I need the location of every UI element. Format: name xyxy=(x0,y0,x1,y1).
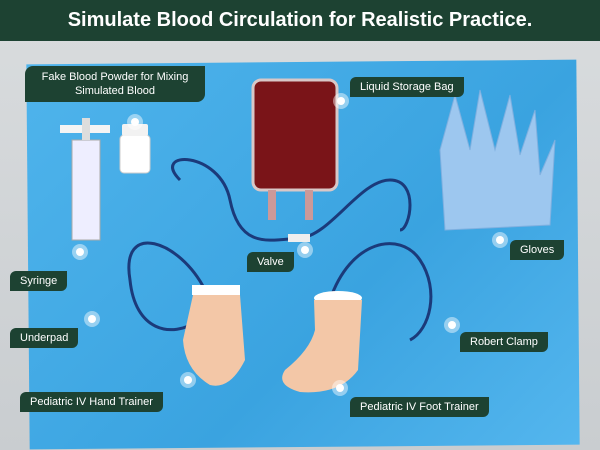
hand-trainer-icon xyxy=(183,285,245,386)
hotspot-dot xyxy=(184,376,192,384)
hotspot-dot xyxy=(337,97,345,105)
tube xyxy=(127,241,207,332)
hotspot-dot xyxy=(88,315,96,323)
blood-powder-bottle-icon xyxy=(119,124,151,174)
label-blood-powder: Fake Blood Powder for Mixing Simulated B… xyxy=(25,66,205,102)
label-underpad: Underpad xyxy=(10,328,79,348)
tube xyxy=(171,158,412,242)
storage-bag-icon xyxy=(251,78,339,192)
label-hand-trainer: Pediatric IV Hand Trainer xyxy=(20,392,163,412)
gloves-icon xyxy=(439,89,556,231)
hotspot-dot xyxy=(301,246,309,254)
label-storage-bag: Liquid Storage Bag xyxy=(350,77,464,97)
hotspot-dot xyxy=(131,118,139,126)
label-valve: Valve xyxy=(247,252,294,272)
hotspot-dot xyxy=(336,384,344,392)
syringe-icon xyxy=(60,118,110,241)
page-title: Simulate Blood Circulation for Realistic… xyxy=(67,9,533,31)
label-text: Fake Blood Powder for Mixing Simulated B… xyxy=(41,71,189,97)
foot-trainer-icon xyxy=(282,291,362,393)
hotspot-dot xyxy=(76,248,84,256)
tube xyxy=(328,242,433,342)
hotspot-dot xyxy=(448,321,456,329)
label-foot-trainer: Pediatric IV Foot Trainer xyxy=(350,397,489,417)
label-gloves: Gloves xyxy=(510,240,565,260)
header-banner: Simulate Blood Circulation for Realistic… xyxy=(0,0,600,41)
label-syringe: Syringe xyxy=(10,271,68,291)
label-robert-clamp: Robert Clamp xyxy=(460,332,548,352)
hotspot-dot xyxy=(496,236,504,244)
valve-icon xyxy=(288,234,310,242)
